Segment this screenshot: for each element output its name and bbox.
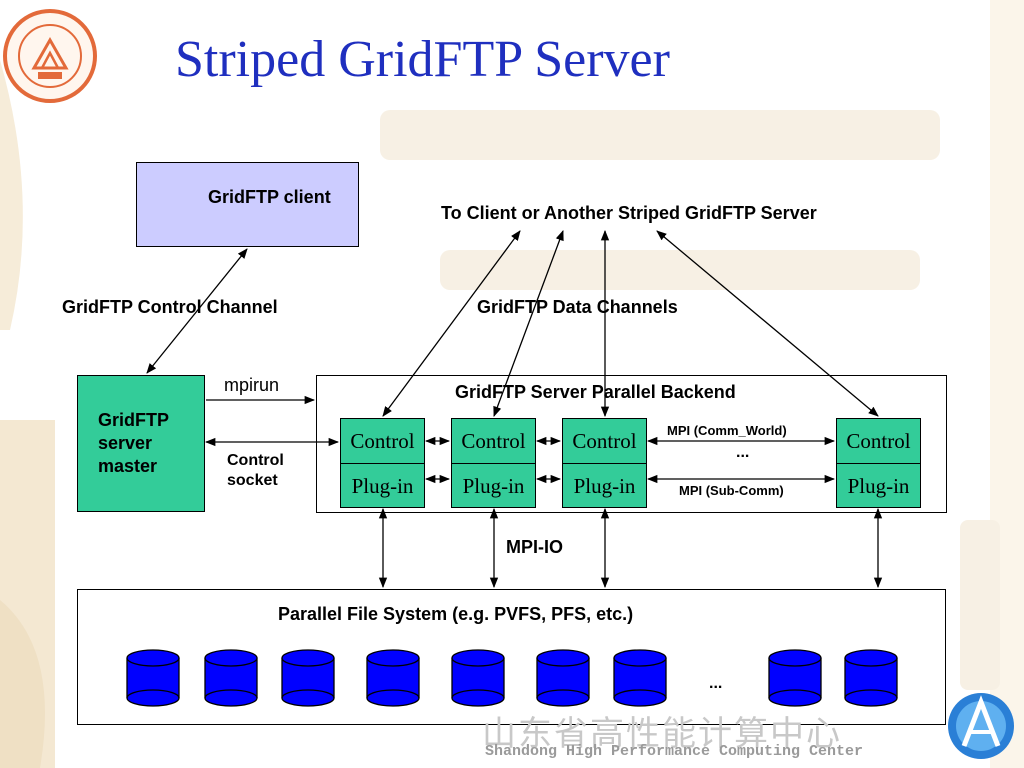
- control-label: Control: [452, 419, 535, 464]
- gridftp-client-box: [136, 162, 359, 247]
- control-label: Control: [341, 419, 424, 464]
- control-plugin-2: Control Plug-in: [451, 418, 536, 508]
- storage-disk-icon: [613, 649, 667, 707]
- storage-disk-icon: [844, 649, 898, 707]
- mpirun-label: mpirun: [224, 375, 280, 395]
- gridftp-server-master-box: [77, 375, 205, 512]
- plugin-label: Plug-in: [573, 474, 636, 498]
- control-channel-label: GridFTP Control Channel: [62, 297, 278, 317]
- pfs-label: Parallel File System (e.g. PVFS, PFS, et…: [278, 604, 634, 624]
- control-socket-label: Control socket: [227, 452, 284, 489]
- control-plugin-3: Control Plug-in: [562, 418, 647, 508]
- storage-disk-icon: [126, 649, 180, 707]
- plugin-label: Plug-in: [462, 474, 525, 498]
- hpc-center-logo-icon: [948, 693, 1014, 759]
- storage-disk-icon: [768, 649, 822, 707]
- mpi-io-label: MPI-IO: [506, 537, 563, 557]
- backend-label: GridFTP Server Parallel Backend: [455, 382, 736, 402]
- mpi-sub-comm-label: MPI (Sub-Comm): [679, 483, 784, 498]
- plugin-label: Plug-in: [351, 474, 414, 498]
- storage-disk-icon: [536, 649, 590, 707]
- data-channel-arrow-4: [656, 230, 879, 417]
- storage-disk-icon: [451, 649, 505, 707]
- gridftp-client-label: GridFTP client: [208, 187, 331, 207]
- footer-chinese: 山东省高性能计算中心: [482, 714, 842, 754]
- mpi-comm-world-label: MPI (Comm_World): [667, 423, 787, 438]
- control-label: Control: [837, 419, 920, 464]
- control-plugin-1: Control Plug-in: [340, 418, 425, 508]
- data-channel-arrow-2: [493, 230, 564, 417]
- control-label: Control: [563, 419, 646, 464]
- university-logo-icon: [3, 9, 97, 103]
- to-client-label: To Client or Another Striped GridFTP Ser…: [441, 203, 817, 223]
- storage-disk-icon: [366, 649, 420, 707]
- gridftp-server-master-label: GridFTP server master: [98, 410, 169, 476]
- footer-english: Shandong High Performance Computing Cent…: [485, 743, 864, 760]
- plugin-label: Plug-in: [847, 474, 910, 498]
- data-channels-label: GridFTP Data Channels: [477, 297, 678, 317]
- control-plugin-4: Control Plug-in: [836, 418, 921, 508]
- disk-ellipsis: ...: [709, 675, 723, 692]
- backend-ellipsis: ...: [736, 444, 750, 461]
- storage-disk-icon: [204, 649, 258, 707]
- page-title: Striped GridFTP Server: [175, 31, 670, 88]
- storage-disk-icon: [281, 649, 335, 707]
- control-channel-arrow: [146, 248, 248, 374]
